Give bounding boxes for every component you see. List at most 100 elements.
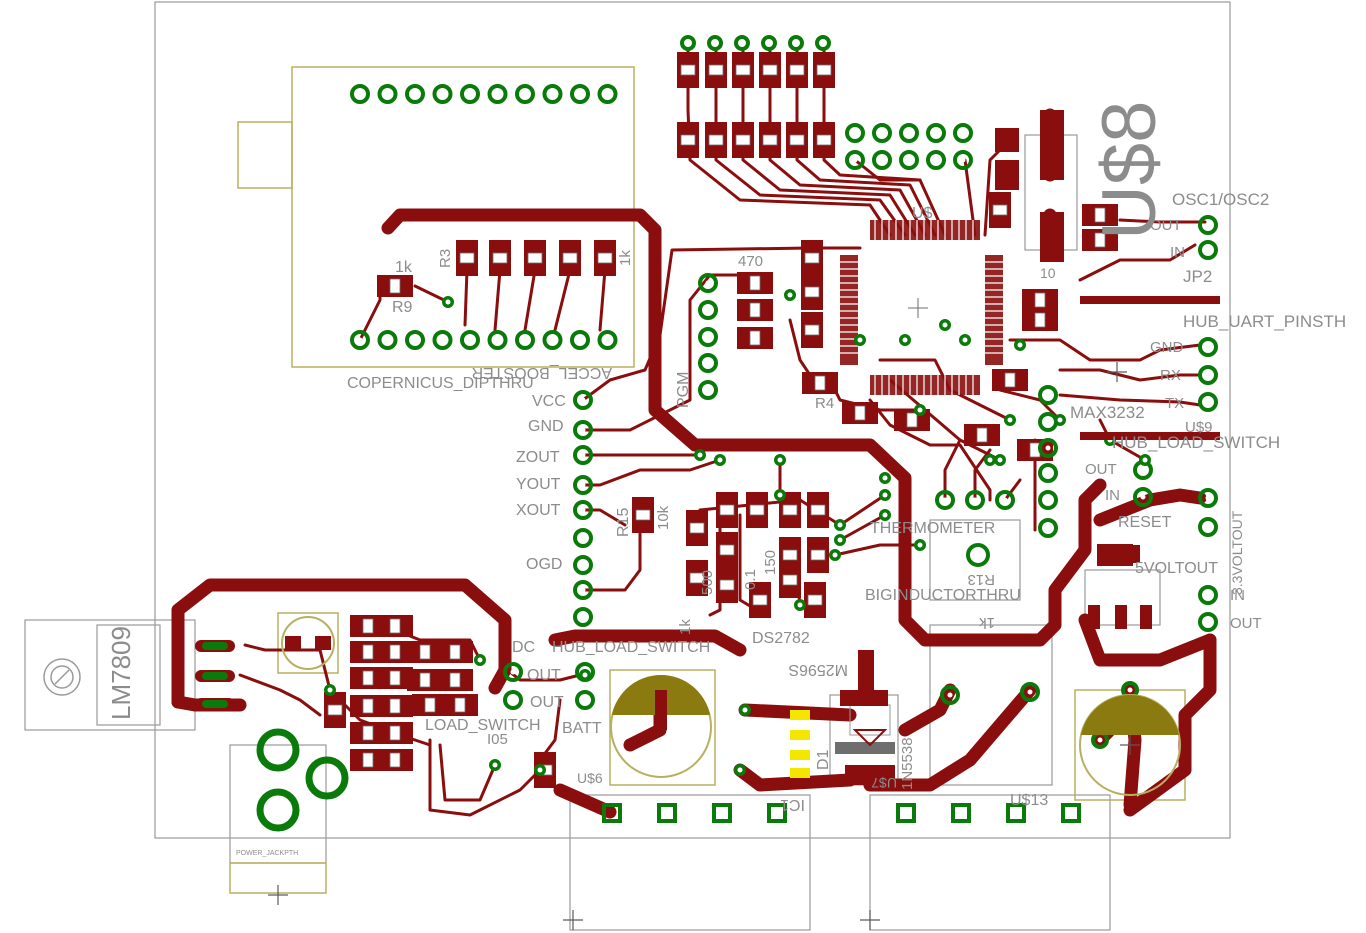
pad-drill	[445, 299, 451, 305]
label-us9: U$9	[1185, 419, 1213, 436]
pad-drill	[837, 537, 843, 543]
smd-part	[964, 424, 1000, 446]
pad-drill	[1045, 525, 1051, 531]
power-trace-cap	[863, 683, 1037, 792]
through-hole-pad	[734, 764, 746, 776]
trace-16	[838, 493, 887, 527]
pad-drill	[1097, 737, 1103, 743]
reg-pin-2	[1115, 605, 1127, 629]
through-hole-pad	[794, 599, 806, 611]
pad-drill	[412, 337, 418, 343]
label-xout: XOUT	[516, 502, 561, 519]
power-trace-right2	[1123, 633, 1217, 817]
trace-26	[868, 398, 992, 502]
through-hole-pad	[834, 534, 846, 546]
component-outlines	[24, 66, 1186, 931]
pad-drill	[495, 91, 500, 97]
through-hole-pad	[573, 475, 593, 495]
smd-part	[801, 312, 823, 348]
label-ogd: OGD	[526, 556, 562, 573]
label-r15-value: 10k	[655, 505, 672, 530]
pad-drill	[766, 40, 772, 46]
label-1k-mid: 1k	[677, 619, 694, 635]
us13-outline	[869, 794, 1111, 931]
label-rx: RX	[1160, 367, 1181, 384]
through-hole-pad	[815, 35, 831, 51]
through-hole-pad	[515, 84, 535, 104]
pad-drill	[1140, 467, 1146, 473]
label-470: 470	[738, 253, 763, 270]
label-zout: ZOUT	[516, 449, 560, 466]
pad-drill	[852, 157, 858, 163]
silk-labels: U$8 OSC1/OSC2 OUT IN JP2 HUB_UART_PINSTH…	[106, 101, 1346, 857]
pad-drill	[537, 767, 543, 773]
through-hole-pad	[487, 84, 508, 104]
label-power-jack: POWER_JACKPTH	[236, 850, 298, 857]
through-hole-pad	[774, 489, 786, 501]
smd-part	[407, 641, 443, 663]
smd-part	[737, 272, 773, 294]
smd-part	[437, 641, 473, 663]
pad-drill	[879, 130, 885, 136]
through-hole-pad	[432, 84, 453, 104]
cap-left-outline	[609, 669, 716, 786]
pad-drill	[739, 40, 745, 46]
trace-30	[1058, 393, 1202, 407]
trace-13	[581, 528, 642, 592]
smd-part	[705, 52, 727, 88]
smd-part	[759, 52, 781, 88]
pad-drill	[477, 657, 483, 663]
label-d1: D1	[815, 749, 832, 770]
smd-part	[732, 52, 754, 88]
pad-drill	[1045, 445, 1051, 451]
us8-pad-bottom	[1040, 212, 1064, 262]
label-us7: U$7	[871, 775, 897, 791]
reg-pin-3	[1140, 605, 1152, 629]
through-hole-pad	[1004, 414, 1016, 426]
power-jack-pad-1	[256, 728, 300, 772]
through-hole-pad	[579, 669, 591, 681]
smd-part	[807, 492, 829, 528]
max3232-row-bottom	[1080, 432, 1220, 440]
through-hole-pads	[324, 35, 1218, 823]
pad-drill	[1057, 417, 1063, 423]
label-max3232: MAX3232	[1070, 403, 1145, 422]
through-hole-pad	[939, 319, 951, 331]
reg-tab	[1100, 545, 1140, 563]
trace-54	[1003, 478, 1022, 502]
through-hole-pad	[432, 330, 453, 350]
yellow-marker-1	[790, 710, 810, 720]
pad-drill	[933, 130, 939, 136]
through-hole-pad	[1139, 454, 1151, 466]
smd-part	[377, 749, 413, 771]
through-hole-pad	[940, 685, 960, 705]
through-hole-pad	[1038, 518, 1058, 538]
through-hole-pad	[879, 509, 891, 521]
through-hole-pad	[879, 472, 891, 484]
pad-drill	[960, 157, 966, 163]
smd-part	[716, 532, 738, 568]
through-hole-pad	[350, 84, 370, 104]
pad-drill	[580, 452, 586, 458]
through-hole-pad	[1020, 682, 1040, 702]
through-hole-pad	[573, 390, 593, 410]
through-hole-pad	[854, 334, 866, 346]
pad-drill	[820, 40, 826, 46]
square-pad	[951, 803, 971, 823]
pad-drill	[857, 337, 863, 343]
pad-drill	[1045, 497, 1051, 503]
pad-drill	[906, 157, 912, 163]
label-i05: I05	[487, 731, 508, 748]
through-hole-pad	[914, 404, 926, 416]
pad-drill	[882, 492, 888, 498]
through-hole-pad	[707, 35, 723, 51]
smd-part	[524, 240, 546, 276]
reg-pin-1	[1088, 605, 1100, 629]
smd-part	[377, 641, 413, 663]
square-pad	[602, 803, 622, 823]
through-hole-pad	[1038, 438, 1058, 458]
copernicus-connector-tab	[237, 121, 293, 189]
power-trace-sw	[1093, 488, 1207, 527]
smd-part	[442, 694, 478, 716]
trace-33	[1118, 218, 1207, 224]
